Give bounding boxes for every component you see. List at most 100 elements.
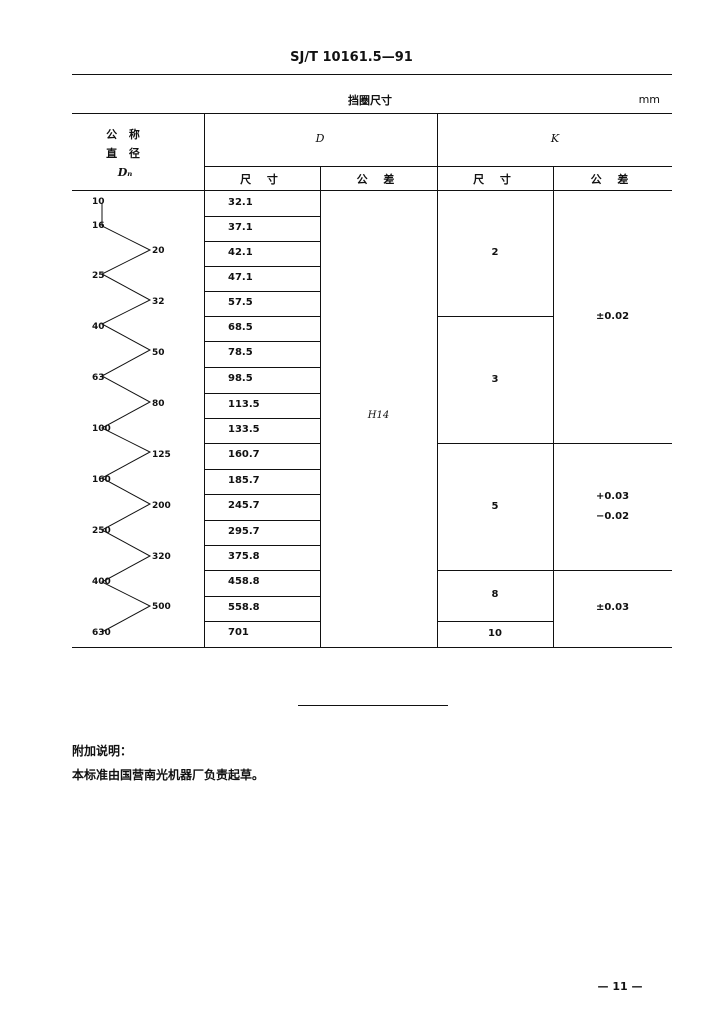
d-size-value: 57.5 [228,297,253,308]
nominal-diameter: 16 [92,221,105,231]
d-size-value: 558.8 [228,602,260,613]
row-rule [204,545,320,546]
d-size-row-15: 375.8 [204,545,320,570]
nominal-diameter: 160 [92,475,111,485]
d-size-header: 尺 寸 [240,173,284,186]
k-tolerance-header: 公 差 [590,173,635,186]
d-size-row-1: 32.1 [204,191,320,216]
d-size-row-7: 78.5 [204,341,320,367]
nominal-diameter: 630 [92,628,111,638]
nominal-diameter: 32 [152,297,165,307]
nominal-diameter: 50 [152,348,165,358]
d-size-row-5: 57.5 [204,291,320,316]
k-tolerance-upper: +0.03 [595,491,630,502]
d-size-value: 185.7 [228,475,260,486]
col-divider-2 [320,166,321,647]
row-rule [204,494,320,495]
d-size-value: 295.7 [228,526,260,537]
row-rule [204,266,320,267]
row-rule [204,393,320,394]
k-size-header: 尺 寸 [473,173,517,186]
d-size-value: 98.5 [228,373,253,384]
row-rule [204,316,320,317]
d-size-row-4: 47.1 [204,266,320,291]
col-divider-1 [204,113,205,647]
k-group-rule [437,443,672,444]
nominal-header-symbol: Dₙ [117,166,133,179]
row-rule [204,216,320,217]
subheader-top-rule [204,166,672,167]
nominal-diameter: 500 [152,602,171,612]
row-rule [204,596,320,597]
d-size-row-10: 133.5 [204,418,320,443]
d-tolerance-header: 公 差 [356,173,401,186]
nominal-header-line-2: 直 径 [106,147,144,160]
d-tolerance-value: H14 [367,410,390,421]
row-rule [204,570,320,571]
standard-code: SJ/T 10161.5—91 [290,50,413,65]
notes-text: 本标准由国营南光机器厂负责起草。 [72,768,265,782]
d-size-row-11: 160.7 [204,443,320,469]
d-size-row-8: 98.5 [204,367,320,393]
row-rule [204,418,320,419]
k-tolerance-value: ±0.02 [595,311,630,322]
d-size-value: 245.7 [228,500,260,511]
d-size-row-18: 701 [204,621,320,647]
nominal-diameter: 10 [92,197,105,207]
d-size-value: 37.1 [228,222,253,233]
nominal-diameter: 400 [92,577,111,587]
nominal-diameter: 40 [92,322,105,332]
d-size-row-2: 37.1 [204,216,320,241]
row-rule [204,443,320,444]
col-divider-4 [553,166,554,647]
nominal-diameter: 80 [152,399,165,409]
header-rule [72,74,672,75]
group-header-d: D [315,132,325,145]
end-rule [298,705,448,706]
d-size-row-17: 558.8 [204,596,320,621]
nominal-diameter: 320 [152,552,171,562]
zigzag-line [100,203,152,633]
k-size-value: 5 [491,501,499,512]
k-size-value: 2 [491,247,499,258]
d-size-value: 113.5 [228,399,260,410]
row-rule [204,241,320,242]
nominal-diameter: 125 [152,450,171,460]
d-size-row-12: 185.7 [204,469,320,494]
d-size-row-13: 245.7 [204,494,320,520]
nominal-diameter: 100 [92,424,111,434]
k-size-value: 8 [491,589,499,600]
row-rule [204,341,320,342]
nominal-diameter-zigzag [100,203,152,633]
unit-label: mm [638,93,660,106]
table-bottom-rule [72,647,672,648]
nominal-diameter: 200 [152,501,171,511]
d-size-row-3: 42.1 [204,241,320,266]
d-size-row-9: 113.5 [204,393,320,418]
d-size-value: 78.5 [228,347,253,358]
row-rule [204,621,320,622]
col-divider-3 [437,113,438,647]
k-tolerance-lower: −0.02 [595,511,630,522]
notes-heading: 附加说明： [72,744,133,758]
k-tolerance-value: ±0.03 [595,602,630,613]
d-size-value: 458.8 [228,576,260,587]
nominal-header-line-1: 公 称 [106,128,144,141]
table-top-rule [72,113,672,114]
k-size-rule-2 [437,621,553,622]
d-size-value: 68.5 [228,322,253,333]
k-size-value: 10 [488,628,502,639]
d-size-row-14: 295.7 [204,520,320,545]
k-size-rule [437,316,553,317]
nominal-diameter: 250 [92,526,111,536]
k-size-value: 3 [491,374,499,385]
row-rule [204,469,320,470]
k-group-rule-2 [437,570,672,571]
d-size-value: 160.7 [228,449,260,460]
d-size-value: 32.1 [228,197,253,208]
d-size-value: 133.5 [228,424,260,435]
d-size-value: 47.1 [228,272,253,283]
table-title: 挡圈尺寸 [348,94,392,107]
nominal-diameter: 25 [92,271,105,281]
d-size-value: 375.8 [228,551,260,562]
